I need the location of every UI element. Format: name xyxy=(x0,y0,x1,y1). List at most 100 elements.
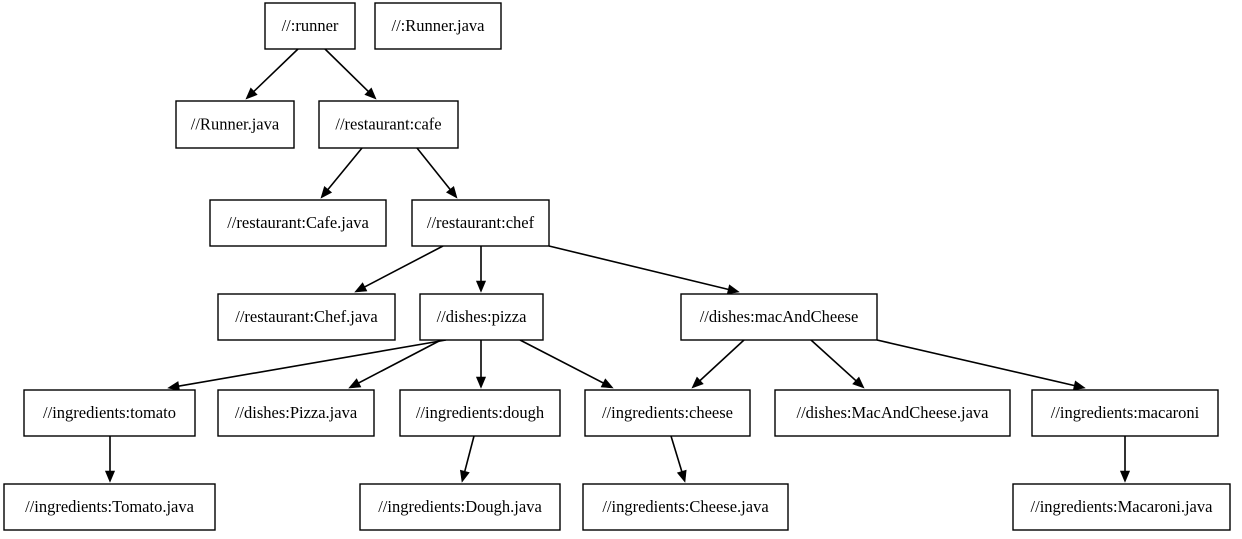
node-box[interactable] xyxy=(411,199,550,247)
graph-edge xyxy=(416,147,458,199)
graph-edge xyxy=(876,339,1086,391)
graph-node-restaurant_cafe[interactable]: //restaurant:cafe xyxy=(318,100,459,149)
edge-line xyxy=(326,147,363,192)
edge-arrowhead xyxy=(320,186,333,199)
graph-edge xyxy=(104,436,116,483)
graph-node-restaurant_chef[interactable]: //restaurant:chef xyxy=(411,199,550,247)
edge-arrowhead xyxy=(852,376,865,389)
graph-edge xyxy=(167,339,447,392)
graph-edge xyxy=(320,147,363,199)
edge-line xyxy=(176,339,447,388)
node-label: //ingredients:Dough.java xyxy=(378,497,542,516)
node-label: //ingredients:Macaroni.java xyxy=(1031,497,1214,516)
edge-line xyxy=(548,245,731,291)
node-label: //ingredients:Tomato.java xyxy=(25,497,195,516)
node-label: //restaurant:Chef.java xyxy=(235,307,378,326)
node-box[interactable] xyxy=(1031,389,1219,437)
node-box[interactable] xyxy=(399,389,561,437)
edge-arrowhead xyxy=(1072,380,1086,391)
graph-node-runner_java[interactable]: //Runner.java xyxy=(175,100,295,149)
edge-arrowhead xyxy=(104,470,116,483)
graph-node-dough_java[interactable]: //ingredients:Dough.java xyxy=(359,483,561,531)
edge-arrowhead xyxy=(691,376,704,389)
node-box[interactable] xyxy=(374,2,502,50)
node-label: //dishes:macAndCheese xyxy=(700,307,859,326)
node-box[interactable] xyxy=(1012,483,1231,531)
edge-line xyxy=(251,48,299,94)
graph-node-ing_dough[interactable]: //ingredients:dough xyxy=(399,389,561,437)
graph-edge xyxy=(475,246,487,293)
node-label: //restaurant:chef xyxy=(427,213,535,232)
node-box[interactable] xyxy=(217,389,375,437)
edge-arrowhead xyxy=(1119,470,1131,483)
edge-arrowhead xyxy=(676,469,687,483)
graph-edges-layer xyxy=(104,48,1131,483)
graph-node-ing_cheese[interactable]: //ingredients:cheese xyxy=(584,389,751,437)
graph-node-chef_java[interactable]: //restaurant:Chef.java xyxy=(217,293,396,341)
graph-edge xyxy=(691,339,745,389)
node-label: //:Runner.java xyxy=(391,16,485,35)
node-box[interactable] xyxy=(584,389,751,437)
graph-edge xyxy=(245,48,299,100)
node-label: //ingredients:cheese xyxy=(602,403,733,422)
edge-arrowhead xyxy=(348,378,362,389)
edge-arrowhead xyxy=(475,280,487,293)
node-label: //ingredients:tomato xyxy=(43,403,176,422)
node-box[interactable] xyxy=(582,483,789,531)
edge-arrowhead xyxy=(600,378,614,389)
graph-edge xyxy=(475,340,487,389)
node-label: //restaurant:cafe xyxy=(335,114,441,133)
edge-line xyxy=(670,435,684,474)
node-box[interactable] xyxy=(175,100,295,149)
graph-node-cheese_java[interactable]: //ingredients:Cheese.java xyxy=(582,483,789,531)
node-box[interactable] xyxy=(774,389,1011,437)
edge-arrowhead xyxy=(459,469,470,483)
edge-line xyxy=(876,339,1077,387)
graph-edge xyxy=(348,339,442,389)
edge-arrowhead xyxy=(245,87,258,100)
graph-node-dishes_mac[interactable]: //dishes:macAndCheese xyxy=(680,293,878,341)
graph-node-runner_java_root[interactable]: //:Runner.java xyxy=(374,2,502,50)
graph-node-pizza_java[interactable]: //dishes:Pizza.java xyxy=(217,389,375,437)
graph-nodes-layer: //:runner //:Runner.java //Runner.java //re… xyxy=(3,2,1231,531)
node-label: //:runner xyxy=(282,16,339,35)
node-box[interactable] xyxy=(419,293,544,341)
node-label: //restaurant:Cafe.java xyxy=(227,213,369,232)
node-box[interactable] xyxy=(23,389,196,437)
node-box[interactable] xyxy=(318,100,459,149)
node-label: //dishes:Pizza.java xyxy=(235,403,358,422)
edge-arrowhead xyxy=(354,282,368,293)
graph-node-mac_java[interactable]: //dishes:MacAndCheese.java xyxy=(774,389,1011,437)
edge-line xyxy=(810,339,858,383)
graph-node-ing_macaroni[interactable]: //ingredients:macaroni xyxy=(1031,389,1219,437)
graph-node-runner[interactable]: //:runner xyxy=(264,2,356,50)
edge-line xyxy=(463,435,475,474)
edge-arrowhead xyxy=(364,87,377,100)
graph-node-tomato_java[interactable]: //ingredients:Tomato.java xyxy=(3,483,216,531)
node-box[interactable] xyxy=(264,2,356,50)
graph-node-macaroni_java[interactable]: //ingredients:Macaroni.java xyxy=(1012,483,1231,531)
node-box[interactable] xyxy=(359,483,561,531)
graph-node-ing_tomato[interactable]: //ingredients:tomato xyxy=(23,389,196,437)
edge-line xyxy=(356,339,442,385)
graph-edge xyxy=(354,245,444,293)
edge-line xyxy=(324,48,371,94)
node-box[interactable] xyxy=(3,483,216,531)
node-box[interactable] xyxy=(680,293,878,341)
graph-edge xyxy=(459,435,475,483)
graph-edge xyxy=(324,48,377,100)
node-label: //ingredients:dough xyxy=(416,403,545,422)
graph-edge xyxy=(548,245,740,295)
edge-line xyxy=(519,339,606,385)
node-box[interactable] xyxy=(217,293,396,341)
graph-node-dishes_pizza[interactable]: //dishes:pizza xyxy=(419,293,544,341)
edge-arrowhead xyxy=(726,284,740,295)
node-box[interactable] xyxy=(209,199,387,247)
graph-node-cafe_java[interactable]: //restaurant:Cafe.java xyxy=(209,199,387,247)
edge-line xyxy=(698,339,745,383)
edge-arrowhead xyxy=(475,376,487,389)
graph-edge xyxy=(1119,436,1131,483)
edge-arrowhead xyxy=(445,186,458,199)
